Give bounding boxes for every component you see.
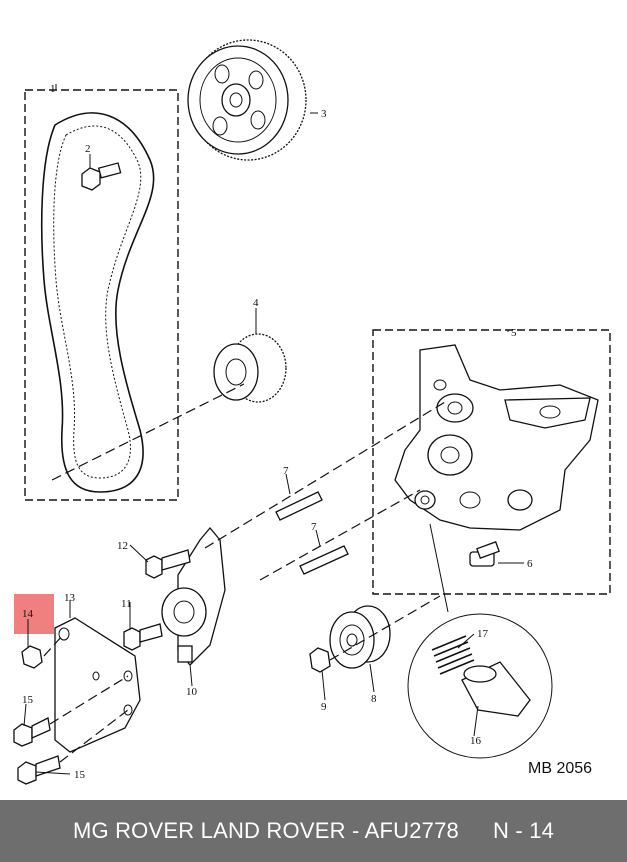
- callout-16: 16: [470, 735, 482, 747]
- callout-8: 8: [371, 693, 377, 705]
- footer-bar: MG ROVER LAND ROVER - AFU2778 N - 14: [0, 800, 627, 862]
- pump-housing: [394, 344, 599, 531]
- housing-bolt: [469, 541, 500, 567]
- plunger: [461, 661, 531, 717]
- bracket-nut: [21, 645, 43, 669]
- callout-5: 5: [511, 327, 517, 339]
- camshaft-pulley: [187, 39, 307, 161]
- axis-line-stud-upper: [204, 401, 446, 549]
- callout-15a: 15: [22, 694, 34, 706]
- callout-15b: 15: [74, 769, 86, 781]
- callout-10: 10: [186, 686, 198, 698]
- leader-lines: [23, 84, 524, 775]
- callout-4: 4: [253, 297, 259, 309]
- axis-line-idler: [329, 595, 441, 661]
- callout-9: 9: [321, 701, 327, 713]
- callout-11: 11: [121, 598, 132, 610]
- timing-belt: [40, 112, 155, 493]
- callout-7a: 7: [283, 465, 289, 477]
- axis-line-stud-lower: [259, 489, 421, 581]
- bracket-bolt-lower: [17, 755, 61, 785]
- callout-12: 12: [117, 540, 128, 552]
- diagram-reference: MB 2056: [528, 760, 592, 777]
- bracket-bolt-upper: [13, 717, 51, 747]
- callout-7b: 7: [311, 521, 317, 533]
- callout-1: 1: [50, 83, 56, 95]
- footer-page-code: N - 14: [492, 818, 555, 843]
- tensioner-bolt: [145, 549, 191, 579]
- axis-line-sprocket: [51, 383, 245, 481]
- highlight-callout-14: [14, 594, 54, 634]
- pump-group-box: [372, 329, 611, 595]
- stud-lower: [299, 545, 349, 575]
- callout-13: 13: [64, 592, 76, 604]
- axis-line-nut: [43, 635, 63, 657]
- spring: [431, 635, 475, 675]
- belt-tensioner: [161, 526, 226, 666]
- callout-3: 3: [321, 108, 327, 120]
- crankshaft-sprocket: [213, 333, 287, 403]
- pulley-bolt: [81, 162, 122, 191]
- belt-group-box: [24, 89, 179, 501]
- pivot-bolt: [123, 623, 163, 651]
- idler-pulley: [329, 605, 391, 669]
- mounting-bracket: [54, 617, 141, 753]
- detail-circle: [407, 613, 553, 759]
- stud-upper: [275, 491, 323, 521]
- exploded-parts-diagram: 1 2 3 4 5 6 7 7 8 9 10 11 12 13 14 15 15…: [13, 39, 611, 785]
- callout-2: 2: [85, 143, 91, 155]
- idler-nut: [309, 647, 331, 673]
- footer-brands-part-number: MG ROVER LAND ROVER - AFU2778: [72, 818, 459, 843]
- callout-14: 14: [22, 608, 34, 620]
- axis-line-bracket-upper: [49, 675, 129, 725]
- callout-6: 6: [527, 558, 533, 570]
- callout-17: 17: [477, 628, 489, 640]
